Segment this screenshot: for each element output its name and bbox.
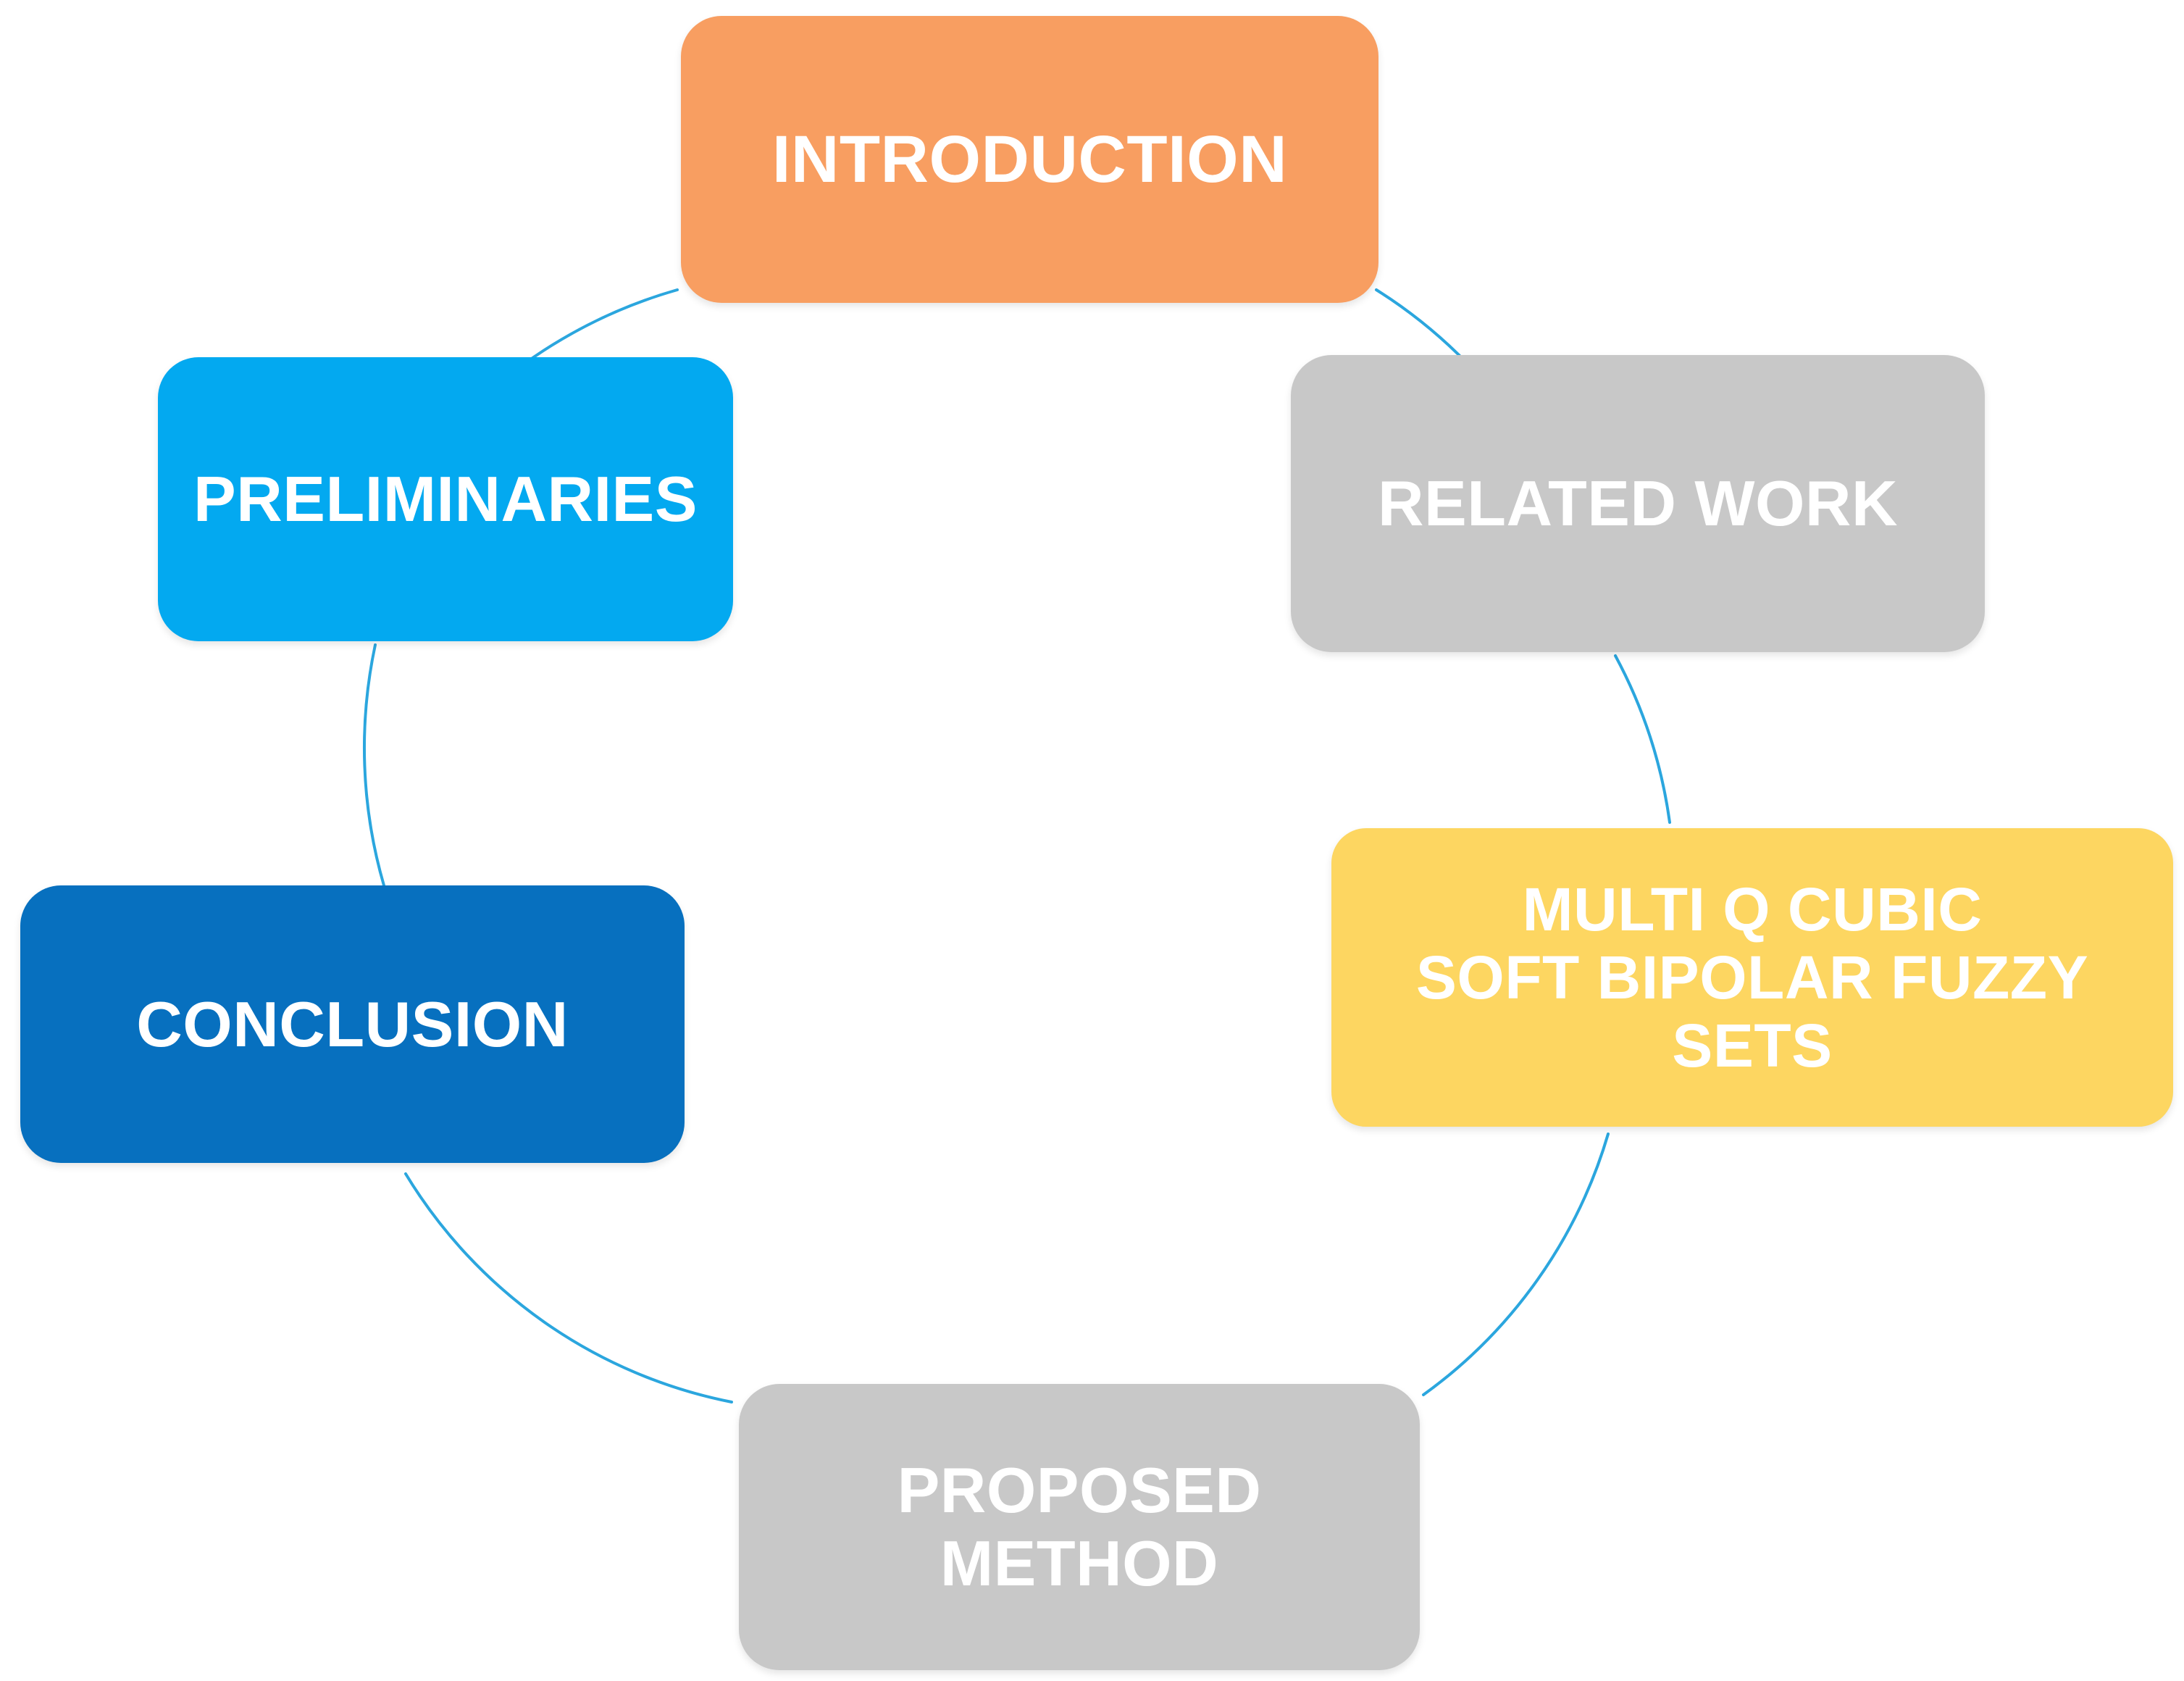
cycle-node-introduction-label: INTRODUCTION	[771, 122, 1288, 196]
cycle-node-introduction[interactable]: INTRODUCTION	[681, 16, 1378, 303]
cycle-node-related-work[interactable]: RELATED WORK	[1291, 355, 1985, 652]
cycle-node-proposed-method-label: PROPOSED METHOD	[897, 1454, 1262, 1599]
arc-related-work-to-multi-q	[1614, 654, 1671, 824]
cycle-node-related-work-label: RELATED WORK	[1377, 467, 1899, 540]
cycle-node-preliminaries-label: PRELIMINARIES	[193, 463, 698, 535]
cycle-node-conclusion[interactable]: CONCLUSION	[20, 885, 685, 1163]
cycle-node-preliminaries[interactable]: PRELIMINARIES	[158, 357, 733, 641]
cycle-node-multi-q-cubic-soft-bipolar-fuzzy-sets[interactable]: MULTI Q CUBIC SOFT BIPOLAR FUZZY SETS	[1331, 828, 2173, 1127]
cycle-node-proposed-method[interactable]: PROPOSED METHOD	[739, 1384, 1420, 1670]
arc-proposed-method-to-conclusion	[404, 1172, 733, 1403]
cycle-node-multi-q-cubic-soft-bipolar-fuzzy-sets-label: MULTI Q CUBIC SOFT BIPOLAR FUZZY SETS	[1415, 875, 2089, 1080]
arc-conclusion-to-preliminaries	[362, 643, 385, 887]
arc-multi-q-to-proposed-method	[1422, 1133, 1610, 1396]
cycle-node-conclusion-label: CONCLUSION	[136, 988, 569, 1060]
